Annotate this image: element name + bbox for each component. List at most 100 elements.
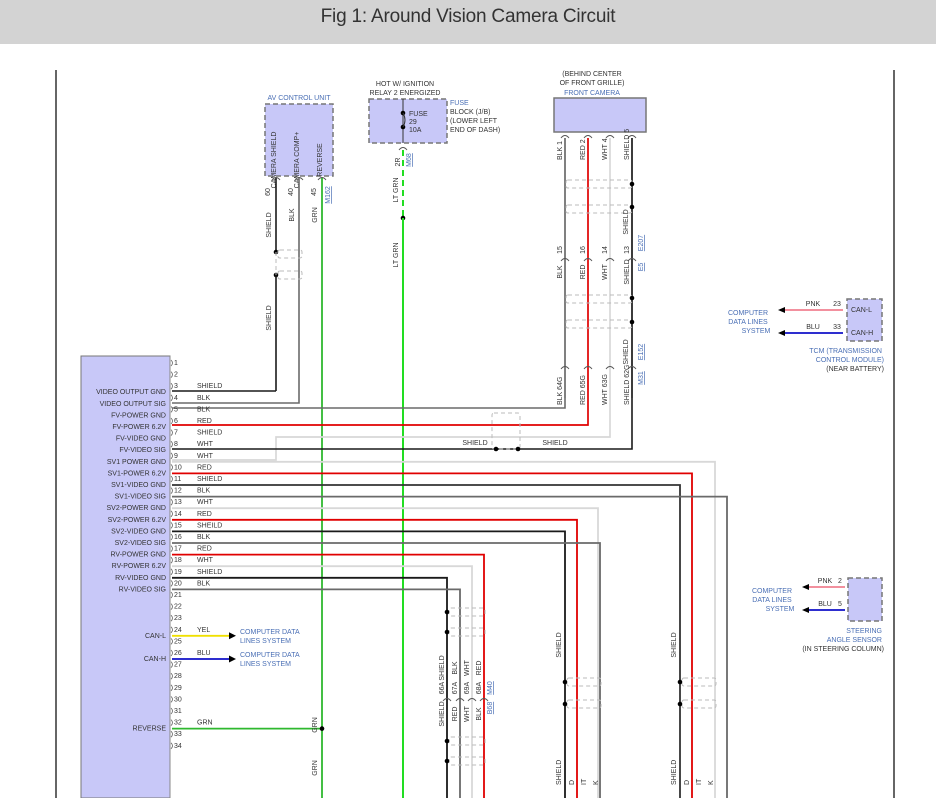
main-pin-number: 20	[174, 580, 182, 587]
rear-upper-pin: 67A	[452, 681, 459, 694]
wire-pin11	[172, 484, 681, 798]
shield-box-sv2-2	[566, 699, 602, 709]
can-destination-2: LINES SYSTEM	[240, 661, 291, 668]
shield-box-av-2	[277, 270, 303, 280]
arrow-icon	[802, 584, 809, 590]
pin-connector-icon	[170, 440, 173, 448]
front-camera-location-2: OF FRONT GRILLE)	[560, 80, 625, 87]
main-pin-number: 10	[174, 464, 182, 471]
tcm-pin-label: CAN-H	[851, 330, 873, 337]
main-pin-number: 34	[174, 743, 182, 750]
pin-connector-icon	[170, 638, 173, 645]
pin-connector-icon	[170, 464, 173, 471]
front-camera-low-label: BLK 64G	[557, 377, 564, 405]
shield-box-fc-1	[565, 179, 633, 189]
tcm-name-2: CONTROL MODULE)	[816, 357, 884, 364]
pin-connector-icon	[170, 510, 173, 518]
main-pin-label: SV2-POWER 6.2V	[108, 517, 167, 524]
shield-box-rv-4	[448, 756, 486, 766]
front-camera-mid-wire: RED	[580, 265, 587, 280]
splice-dot	[444, 738, 450, 744]
front-camera-mid-wire: BLK	[557, 265, 564, 279]
wire-pin15	[172, 530, 566, 798]
sas-name-2: ANGLE SENSOR	[827, 637, 882, 644]
arrow-icon	[802, 607, 809, 613]
wire-pin12	[172, 495, 728, 798]
sas-pin: 2	[838, 578, 842, 585]
wire-label-shield-sv2: SHIELD	[556, 632, 563, 657]
front-camera-location-1: (BEHIND CENTER	[562, 71, 622, 78]
sas-name-3: (IN STEERING COLUMN)	[802, 646, 884, 653]
pin-connector-icon	[170, 719, 173, 726]
fuse-block-location-2: END OF DASH)	[450, 127, 500, 134]
truncated-label: IT	[581, 778, 588, 785]
wire-pin8-wht	[172, 398, 611, 461]
main-pin-number: 5	[174, 406, 178, 413]
wire-label-shield-fv-1: SHIELD	[462, 440, 487, 447]
splice-dot	[562, 701, 568, 707]
shield-box-sv1-1	[681, 677, 717, 687]
main-pin-wire-label: SHIELD	[197, 476, 222, 483]
front-camera-low-label: WHT 63G	[602, 374, 609, 405]
truncated-label: D	[569, 780, 576, 785]
rear-connector-tick	[442, 698, 452, 702]
main-pin-number: 25	[174, 638, 182, 645]
main-pin-wire-label: RED	[197, 511, 212, 518]
main-module-box	[80, 355, 171, 798]
fuse-label: FUSE	[409, 111, 428, 118]
shield-box-sv1-2	[681, 699, 717, 709]
fuse-header-line2: RELAY 2 ENERGIZED	[370, 90, 441, 97]
main-pin-label: SV1-VIDEO GND	[111, 482, 166, 489]
figure-title-bar: Fig 1: Around Vision Camera Circuit	[0, 0, 936, 44]
wire-pin4-blk	[172, 398, 300, 404]
can-destination-2: LINES SYSTEM	[240, 638, 291, 645]
main-pin-number: 8	[174, 441, 178, 448]
main-pin-label: RV-VIDEO GND	[115, 575, 166, 582]
arrow-icon	[229, 632, 236, 640]
front-camera-mid-connector	[605, 258, 615, 262]
fuse-block-name-2: BLOCK (J/B)	[450, 109, 490, 116]
main-pin-number: 23	[174, 615, 182, 622]
connector-m68: M68	[406, 153, 413, 167]
rear-lower-wire: RED	[452, 707, 459, 722]
front-camera-mid-pin: 16	[580, 246, 587, 254]
pin-connector-icon	[170, 742, 173, 750]
splice-dot	[629, 181, 635, 187]
main-pin-label: SV2-POWER GND	[106, 505, 166, 512]
main-pin-label: SV1-POWER 6.2V	[108, 470, 167, 477]
main-pin-wire-label: RED	[197, 546, 212, 553]
splice-dot	[493, 446, 499, 452]
main-pin-label: FV-POWER 6.2V	[112, 424, 166, 431]
main-pin-number: 29	[174, 685, 182, 692]
front-camera-low-connector	[583, 366, 593, 370]
rear-lower-wire: SHIELD	[439, 701, 446, 726]
rear-upper-pin: 68A	[476, 681, 483, 694]
splice-dot	[562, 679, 568, 685]
pin-connector-icon	[170, 707, 173, 715]
tcm-pin: 23	[833, 301, 841, 308]
main-pin-wire-label: WHT	[197, 557, 214, 564]
main-pin-wire-label: BLK	[197, 395, 211, 402]
main-pin-wire-label: WHT	[197, 453, 214, 460]
pin-connector-icon	[170, 406, 173, 413]
main-pin-label: FV-VIDEO SIG	[119, 447, 166, 454]
rear-connector-tick	[479, 698, 489, 702]
arrow-icon	[778, 307, 785, 313]
can-destination-1: COMPUTER DATA	[240, 652, 300, 659]
wire-label-blk: BLK	[289, 208, 296, 222]
main-pin-number: 32	[174, 720, 182, 727]
steering-angle-sensor-box	[847, 577, 883, 622]
wire-pin16	[172, 542, 601, 798]
pin-connector-icon	[170, 614, 173, 622]
wire-pin20	[172, 588, 461, 798]
splice-dot	[515, 446, 521, 452]
main-pin-number: 28	[174, 673, 182, 680]
front-camera-low-label: RED 65G	[580, 375, 587, 405]
main-pin-wire-label: BLK	[197, 488, 211, 495]
truncated-label: D	[684, 780, 691, 785]
rear-upper-pin: 66A	[439, 681, 446, 694]
pin-connector-icon	[170, 603, 173, 610]
tcm-box	[846, 298, 883, 342]
main-pin-number: 7	[174, 430, 178, 437]
wire-pin7-shield	[172, 398, 633, 450]
